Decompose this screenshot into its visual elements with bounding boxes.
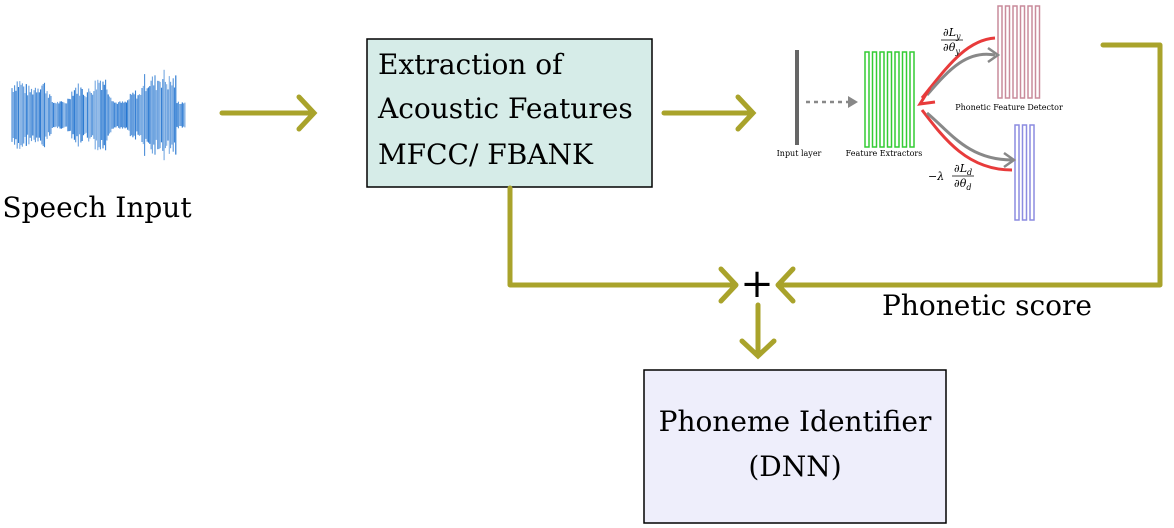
speech-waveform bbox=[11, 69, 186, 161]
phonetic-score-label: Phonetic score bbox=[882, 289, 1092, 322]
svg-text:∂Ld: ∂Ld bbox=[954, 162, 972, 177]
detectorBars-bar bbox=[1034, 5, 1041, 99]
domainBars-bar bbox=[1014, 124, 1020, 221]
arrow-combine-to-phoneme bbox=[739, 302, 777, 360]
detectorBars-bar bbox=[1027, 5, 1033, 99]
phoneme-line-2: (DNN) bbox=[748, 450, 841, 483]
extractorBars-bar bbox=[901, 51, 908, 148]
detectorBars-bar bbox=[1019, 5, 1026, 99]
phonetic-score-path bbox=[775, 42, 1163, 304]
network-diagram: Input layer Feature Extractors Phonetic … bbox=[777, 5, 1063, 221]
extractorBars-bar bbox=[871, 51, 878, 148]
grad-y-label: ∂Ly ∂θy bbox=[941, 26, 963, 56]
reverse-arrowhead bbox=[917, 87, 936, 106]
combine-plus: + bbox=[740, 261, 774, 307]
svg-text:∂Ly: ∂Ly bbox=[943, 26, 961, 41]
input-layer-bar bbox=[795, 50, 799, 145]
svg-text:∂θd: ∂θd bbox=[954, 177, 971, 192]
svg-text:∂θy: ∂θy bbox=[943, 41, 960, 56]
speech-input-label: Speech Input bbox=[2, 191, 192, 224]
extractorBars-bar bbox=[886, 51, 893, 148]
arrow-speech-to-extraction bbox=[219, 94, 318, 132]
phoneme-line-1: Phoneme Identifier bbox=[659, 405, 932, 438]
arrow-extraction-to-combine bbox=[507, 185, 739, 304]
arrow-extraction-to-network bbox=[661, 94, 757, 132]
forward-arrowhead-top bbox=[987, 46, 1001, 64]
extractorBars-bar bbox=[879, 51, 885, 148]
extraction-line-3: MFCC/ FBANK bbox=[378, 138, 594, 171]
detectorBars-bar bbox=[1012, 5, 1018, 99]
dotted-arrow-head bbox=[848, 96, 858, 108]
feature-extractors-label: Feature Extractors bbox=[846, 149, 923, 158]
input-layer-label: Input layer bbox=[777, 149, 822, 158]
domain-classifier-bars bbox=[1014, 124, 1035, 221]
svg-text:−λ: −λ bbox=[928, 170, 944, 183]
grad-d-label: −λ ∂Ld ∂θd bbox=[928, 162, 974, 192]
detectorBars-bar bbox=[1004, 5, 1011, 99]
extractorBars-bar bbox=[894, 51, 900, 148]
detectorBars-bar bbox=[997, 5, 1003, 99]
extraction-box: Extraction of Acoustic Features MFCC/ FB… bbox=[366, 38, 653, 188]
forward-gradient-top bbox=[925, 52, 996, 96]
phoneme-identifier-box: Phoneme Identifier (DNN) bbox=[643, 369, 947, 524]
feature-extractor-bars bbox=[864, 51, 915, 148]
phonetic-detector-bars bbox=[997, 5, 1041, 99]
forward-gradient-bottom bbox=[926, 111, 1013, 162]
phonetic-detector-label: Phonetic Feature Detector bbox=[955, 103, 1063, 112]
extractorBars-bar bbox=[909, 51, 915, 148]
forward-arrowhead-bottom bbox=[1003, 151, 1017, 169]
extractorBars-bar bbox=[864, 51, 870, 148]
extraction-line-2: Acoustic Features bbox=[377, 92, 633, 125]
reverse-gradient-bottom bbox=[920, 109, 1013, 172]
extraction-line-1: Extraction of bbox=[378, 48, 565, 81]
domainBars-bar bbox=[1021, 124, 1028, 221]
domainBars-bar bbox=[1029, 124, 1035, 221]
